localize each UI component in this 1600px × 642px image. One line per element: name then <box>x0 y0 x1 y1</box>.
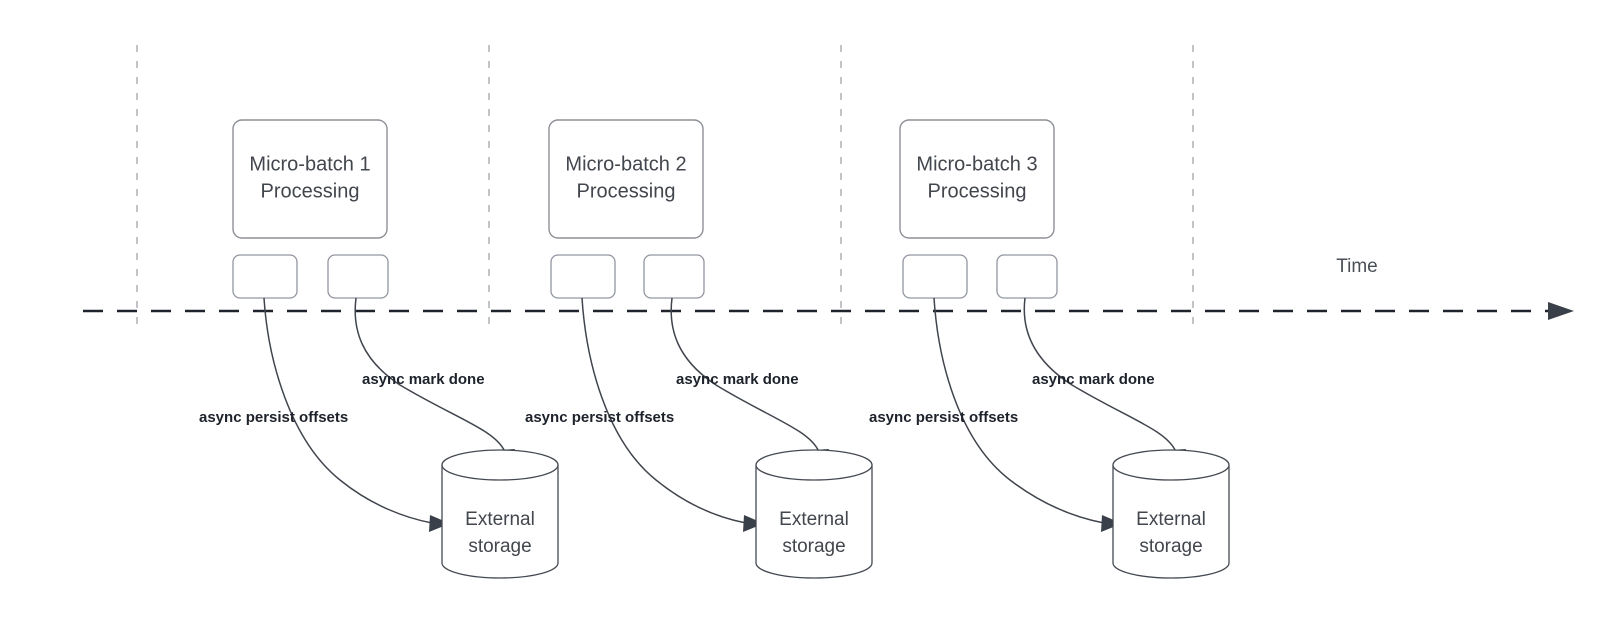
group-1-mark-done-label: async mark done <box>362 371 485 388</box>
group-2-mark-done-flow <box>670 297 820 453</box>
group-3-persist-offsets-task-box[interactable] <box>902 254 968 299</box>
micro-batch-1-label-line2: Processing <box>261 180 360 202</box>
micro-batch-2-label-line1: Micro-batch 2 <box>565 153 686 175</box>
group-1-external-storage-label-line1: External <box>465 509 535 530</box>
group-2-mark-done-label: async mark done <box>676 371 799 388</box>
group-3-mark-done-label: async mark done <box>1032 371 1155 388</box>
group-3: Micro-batch 3 Processing async persist o… <box>869 119 1230 579</box>
group-1-external-storage-body[interactable] <box>441 465 559 579</box>
group-3-external-storage-label-line2: storage <box>1139 536 1202 557</box>
micro-batch-2-process-box[interactable] <box>548 119 704 239</box>
micro-batch-1-process-box[interactable] <box>232 119 388 239</box>
group-1: Micro-batch 1 Processing async persist o… <box>199 119 559 579</box>
group-1-persist-offsets-arrowhead <box>429 515 450 532</box>
time-axis: Time <box>83 256 1574 320</box>
group-2-persist-offsets-task-box[interactable] <box>550 254 616 299</box>
group-3-persist-offsets-label: async persist offsets <box>869 409 1018 426</box>
group-3-mark-done-flow <box>1023 297 1177 453</box>
group-2-persist-offsets-flow <box>581 297 747 524</box>
group-3-external-storage-label-line1: External <box>1136 509 1206 530</box>
group-2-persist-offsets-label: async persist offsets <box>525 409 674 426</box>
micro-batch-2-label-line2: Processing <box>577 180 676 202</box>
group-2-mark-done-task-box[interactable] <box>643 254 705 299</box>
group-1-persist-offsets-task-box[interactable] <box>232 254 298 299</box>
group-3-external-storage-body[interactable] <box>1112 465 1230 579</box>
group-2-external-storage-top <box>755 449 873 481</box>
group-2-external-storage-label-line1: External <box>779 509 849 530</box>
group-1-persist-offsets-label: async persist offsets <box>199 409 348 426</box>
micro-batch-3-label-line2: Processing <box>928 180 1027 202</box>
group-3-mark-done-task-box[interactable] <box>996 254 1058 299</box>
group-1-external-storage-label-line2: storage <box>468 536 531 557</box>
group-2-external-storage-label-line2: storage <box>782 536 845 557</box>
time-axis-arrowhead <box>1548 302 1574 320</box>
micro-batch-3-process-box[interactable] <box>899 119 1055 239</box>
group-3-external-storage-top <box>1112 449 1230 481</box>
group-1-mark-done-flow <box>354 297 506 453</box>
group-1-mark-done-task-box[interactable] <box>327 254 389 299</box>
time-axis-label: Time <box>1336 256 1378 277</box>
micro-batch-3-label-line1: Micro-batch 3 <box>916 153 1037 175</box>
group-2: Micro-batch 2 Processing async persist o… <box>525 119 873 579</box>
group-1-persist-offsets-flow <box>263 297 433 524</box>
group-2-persist-offsets-arrowhead <box>743 515 764 532</box>
micro-batch-1-label-line1: Micro-batch 1 <box>249 153 370 175</box>
group-3-persist-offsets-flow <box>933 297 1105 524</box>
group-2-external-storage-body[interactable] <box>755 465 873 579</box>
group-1-external-storage-top <box>441 449 559 481</box>
group-3-persist-offsets-arrowhead <box>1101 515 1122 532</box>
